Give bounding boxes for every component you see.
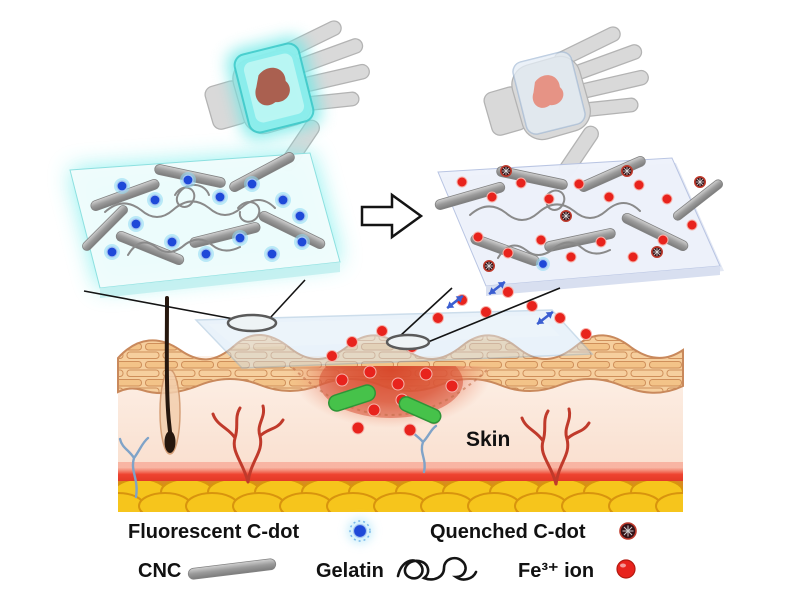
legend: Fluorescent C-dot Quenched C-dot CNC Gel… [128,519,637,582]
ion-release-arrow [446,294,464,310]
quenched-cdot-icon [619,522,637,540]
legend-label-fluorescent-cdot: Fluorescent C-dot [128,521,299,543]
magnified-spot-right [385,333,431,351]
bacterium-icon [398,396,442,424]
fluorescent-patch [227,36,321,140]
hair-follicle [159,296,181,455]
fluorescent-cdots [104,172,310,262]
ion-release-arrows [446,280,554,326]
wound-on-hand-left [255,67,290,106]
fe-ions-in-panel [456,176,698,263]
transition-arrow [360,192,424,240]
fluorescent-cdot-icon [348,519,372,543]
hydrogel-panel-fluorescent [69,152,341,298]
skin-cross-section: Skin [117,296,684,512]
gelatin-icon [396,556,478,581]
cnc-icon [187,558,277,580]
epidermis-layer [117,333,684,395]
gelatin-chains-left [104,184,276,256]
legend-label-cnc: CNC [138,560,181,582]
magnified-spot-left [226,313,278,333]
legend-label-gelatin: Gelatin [316,560,384,582]
ion-release-arrow [488,280,506,296]
cnc-rods-right [434,155,723,267]
fe-ion-icon [616,559,636,579]
wound-on-hand-right [532,75,564,108]
capillary-band [118,468,683,482]
wound-site [289,365,493,437]
legend-label-quenched-cdot: Quenched C-dot [430,521,586,543]
hydrogel-panel-quenched [434,155,724,296]
bacterium-icon [328,384,376,412]
gelatin-chains-right [469,189,641,259]
legend-label-fe-ion: Fe³⁺ ion [518,560,594,582]
ion-release-arrow [536,310,554,326]
remaining-fluorescent-cdot [536,257,550,271]
quenched-patch [512,51,586,135]
fat-layer [118,481,683,512]
skin-label: Skin [466,428,510,451]
quenched-cdots [483,165,706,272]
blood-vessels [118,404,591,499]
zoom-callouts [83,279,561,351]
